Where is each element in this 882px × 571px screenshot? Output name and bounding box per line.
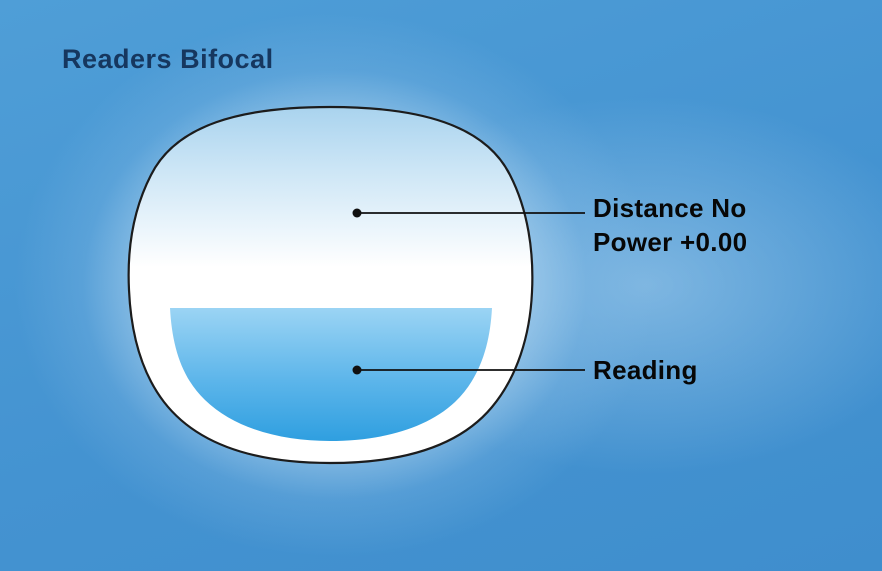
diagram-title: Readers Bifocal — [62, 44, 274, 74]
distance-label: Distance No Power +0.00 — [593, 191, 747, 259]
distance-label-line1: Distance No — [593, 193, 747, 223]
reading-callout-dot — [352, 365, 362, 375]
distance-callout-dot — [352, 208, 362, 218]
reading-label: Reading — [593, 355, 698, 385]
reading-segment — [170, 308, 492, 441]
distance-label-line2: Power +0.00 — [593, 227, 748, 257]
